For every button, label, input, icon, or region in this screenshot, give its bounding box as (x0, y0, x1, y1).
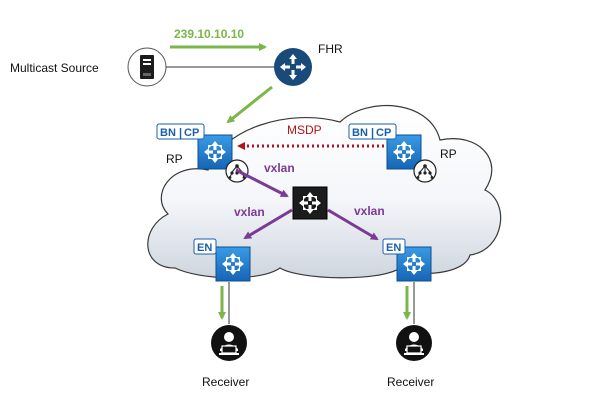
fhr-rp-arrow (226, 85, 273, 124)
msdp-label: MSDP (287, 123, 322, 137)
multicast-source-label: Multicast Source (10, 61, 99, 75)
bncp-right-cp: CP (376, 127, 391, 139)
user-laptop-icon (210, 324, 248, 362)
vxlan-center-label: vxlan (264, 161, 295, 175)
server-icon (127, 47, 167, 87)
switch-icon (386, 134, 422, 170)
receiver-right-label: Receiver (387, 375, 434, 389)
en-right-label: EN (386, 242, 401, 254)
bncp-left-cp: CP (184, 127, 199, 139)
switch-icon (197, 134, 233, 170)
en-badge-left (193, 238, 217, 255)
bncp-left-bn: BN (160, 127, 176, 139)
vxlan-arrow-right (327, 208, 379, 241)
multicast-tree-icon (413, 159, 437, 183)
bncp-left-sep: | (179, 127, 182, 139)
rp-right-label: RP (440, 147, 457, 161)
switch-icon (215, 246, 251, 282)
vxlan-arrow-left (243, 208, 293, 240)
router-icon (274, 48, 312, 86)
receiver-left-label: Receiver (202, 375, 249, 389)
bncp-badge-left (156, 123, 205, 140)
bncp-badge-right (348, 123, 397, 140)
bncp-right-sep: | (371, 127, 374, 139)
group-address-label: 239.10.10.10 (174, 27, 244, 41)
core-switch-icon (292, 186, 328, 220)
bncp-right-bn: BN (352, 127, 368, 139)
vxlan-right-label: vxlan (354, 204, 385, 218)
vxlan-arrow-center (235, 168, 289, 198)
en-badge-right (382, 238, 406, 255)
en-left-label: EN (197, 242, 212, 254)
rp-left-label: RP (166, 152, 183, 166)
fhr-label: FHR (318, 42, 343, 56)
vxlan-left-label: vxlan (234, 205, 265, 219)
user-laptop-icon (395, 324, 433, 362)
